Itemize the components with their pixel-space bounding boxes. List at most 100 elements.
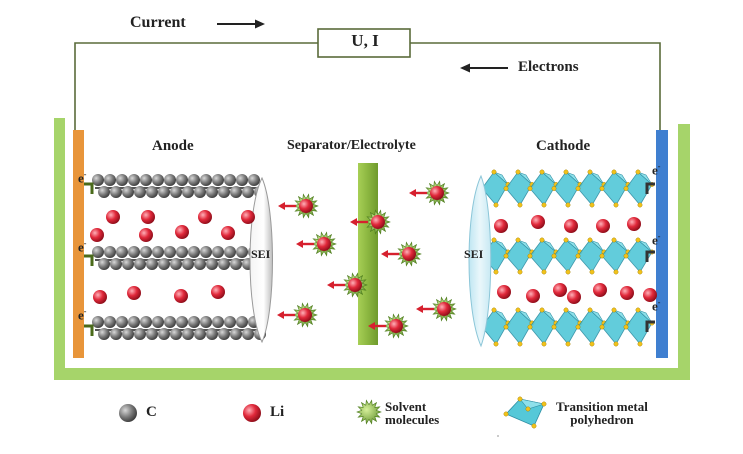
oxygen-atom: [637, 202, 643, 208]
carbon-atom: [200, 174, 212, 186]
oxygen-atom: [587, 169, 593, 175]
polyhedron-layer: [479, 237, 655, 275]
lithium-ion: [564, 219, 578, 233]
oxygen-atom: [517, 202, 523, 208]
oxygen-atom: [503, 186, 509, 191]
lithium-ion: [526, 289, 540, 303]
oxygen-atom: [599, 186, 605, 191]
carbon-atom: [140, 246, 152, 258]
carbon-atom: [146, 328, 158, 340]
lithium-ion: [241, 210, 255, 224]
lithium-ion: [198, 210, 212, 224]
oxygen-atom: [599, 253, 605, 259]
lithium-ion: [93, 290, 107, 304]
electrons-arrow: [460, 63, 508, 73]
lithium-ion: [596, 219, 610, 233]
oxygen-atom: [565, 202, 571, 208]
anode-label: Anode: [152, 138, 194, 154]
oxygen-atom: [563, 237, 569, 243]
carbon-atom: [116, 174, 128, 186]
polyhedron: [565, 171, 581, 185]
carbon-atom: [92, 316, 104, 328]
carbon-atom: [242, 186, 254, 198]
migration-arrowhead: [416, 305, 423, 313]
oxygen-atom: [517, 269, 523, 275]
polyhedron: [637, 171, 653, 185]
carbon-atom: [176, 246, 188, 258]
carbon-atom: [224, 246, 236, 258]
sei-layer-anode: [249, 176, 273, 344]
carbon-atom: [170, 328, 182, 340]
oxygen-atom: [515, 307, 521, 313]
carbon-atom: [128, 316, 140, 328]
carbon-atom: [242, 328, 254, 340]
polyhedron: [613, 239, 629, 253]
lithium-ion: [402, 247, 416, 261]
carbon-atom: [194, 258, 206, 270]
current-arrow: [217, 19, 265, 29]
oxygen-atom: [587, 307, 593, 313]
carbon-atom: [134, 328, 146, 340]
lithium-ion: [620, 286, 634, 300]
carbon-atom: [128, 246, 140, 258]
solvated-ion: [409, 180, 450, 206]
carbon-atom: [230, 186, 242, 198]
oxygen-atom: [637, 269, 643, 275]
oxygen-atom: [493, 269, 499, 275]
oxygen-atom: [527, 186, 533, 191]
graphite-layer: [84, 174, 266, 198]
lithium-ion: [389, 319, 403, 333]
meter-box: [317, 28, 411, 58]
electron-label: e-: [78, 239, 87, 255]
carbon-atom: [164, 316, 176, 328]
oxygen-atom: [563, 169, 569, 175]
migration-arrowhead: [409, 189, 416, 197]
lithium-ion: [221, 226, 235, 240]
carbon-atom: [206, 258, 218, 270]
carbon-atom: [188, 316, 200, 328]
lithium-ion: [211, 285, 225, 299]
solvated-ion: [350, 209, 391, 235]
lithium-ion: [298, 308, 312, 322]
lithium-ion: [139, 228, 153, 242]
solvated-ion: [277, 302, 318, 328]
electron-label: e-: [652, 162, 661, 178]
oxygen-atom: [575, 186, 581, 191]
legend-carbon-icon: [119, 404, 137, 422]
polyhedron: [493, 171, 509, 185]
solvent-shell: [356, 399, 382, 425]
oxygen-atom: [623, 186, 629, 191]
carbon-atom: [194, 186, 206, 198]
lithium-ion: [567, 290, 581, 304]
carbon-atom: [140, 174, 152, 186]
electrons-label: Electrons: [518, 59, 579, 75]
lithium-ion: [494, 219, 508, 233]
oxygen-atom: [589, 202, 595, 208]
lithium-ion: [371, 215, 385, 229]
carbon-atom: [188, 246, 200, 258]
migration-arrowhead: [278, 202, 285, 210]
oxygen-atom: [613, 341, 619, 347]
polyhedron: [517, 309, 533, 324]
lithium-ion: [299, 199, 313, 213]
lithium-ion: [593, 283, 607, 297]
lithium-ion: [627, 217, 641, 231]
carbon-atom: [116, 246, 128, 258]
carbon-atom: [152, 174, 164, 186]
carbon-atom: [92, 174, 104, 186]
cathode-current-collector: [656, 130, 668, 358]
carbon-atom: [182, 186, 194, 198]
carbon-atom: [164, 174, 176, 186]
oxygen-atom: [527, 253, 533, 259]
oxygen-atom: [491, 169, 497, 175]
carbon-atom: [170, 186, 182, 198]
external-circuit: [74, 28, 661, 130]
electron-label: e-: [652, 232, 661, 248]
oxygen-atom: [623, 324, 629, 330]
polyhedron: [541, 171, 557, 185]
polyhedron: [589, 239, 605, 253]
carbon-atom: [98, 258, 110, 270]
polyhedron: [637, 309, 653, 324]
